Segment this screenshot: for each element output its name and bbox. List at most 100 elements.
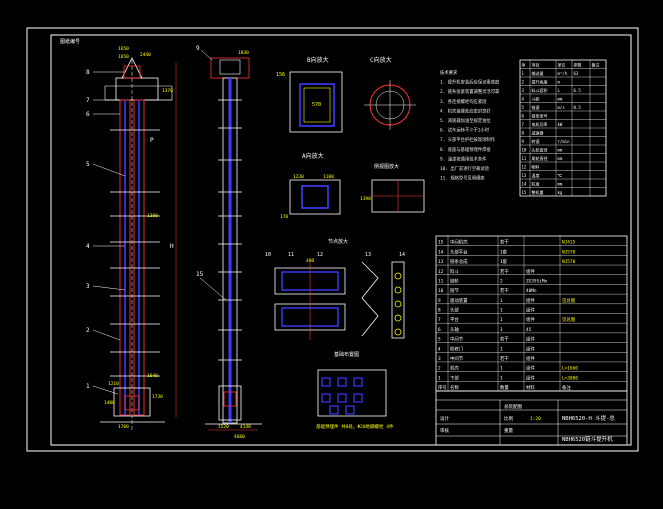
view-node-title: 节点放大 <box>328 238 348 245</box>
side-flanges <box>218 99 242 361</box>
spec-cell: 2 <box>522 79 525 84</box>
balloon-14: 14 <box>399 252 405 258</box>
parts-cell: 下部 <box>450 374 459 381</box>
sheet-inner-border <box>50 34 632 446</box>
spec-cell: 1 <box>522 71 525 76</box>
detail-view-a: A向放大 1230 1100 170 <box>280 152 341 220</box>
note-line: 2. 链条张紧装置调整灵活可靠 <box>440 88 500 95</box>
dim-bot-w2: 1730 <box>152 394 163 400</box>
parts-cell: NJ570 <box>562 249 576 255</box>
parts-cell: 机壳 <box>450 365 459 372</box>
view-side-title: 侧视图放大 <box>374 163 399 170</box>
spec-cell: 转速 <box>532 138 540 144</box>
leader-9 <box>200 49 213 61</box>
balloon-7: 7 <box>86 97 90 104</box>
spec-cell: 6 <box>522 113 525 118</box>
note-line: 3. 各连接螺栓均应紧固 <box>440 98 486 105</box>
spec-cell: 料斗容积 <box>532 87 548 93</box>
balloon-5: 5 <box>86 161 90 168</box>
view-a-flange <box>301 185 329 209</box>
spec-cell: kg <box>558 190 563 195</box>
spec-cell: 提升高度 <box>532 78 548 84</box>
title-block: 设计 审核 总装配图 比例 重量 NBH6520-H 斗提-总 NBH6520链… <box>435 390 628 446</box>
dim-side-h: 1370 <box>162 88 173 94</box>
parts-cell: 1 <box>500 308 503 314</box>
title-block-border <box>435 390 628 446</box>
spec-cell: 5 <box>522 105 525 110</box>
parts-cell: 中间节 <box>450 336 464 343</box>
parts-cell: 2 <box>438 366 441 372</box>
view-c-title: C向放大 <box>370 56 392 64</box>
note-line: 11. 规格型号见明细表 <box>440 175 485 182</box>
spec-cell: kW <box>558 122 563 127</box>
parts-cell: 料斗 <box>450 268 459 275</box>
balloon-1: 1 <box>86 383 90 390</box>
balloon-10: 10 <box>265 252 271 258</box>
balloon-8: 8 <box>86 69 90 76</box>
spec-cell: 头轮直径 <box>532 146 548 152</box>
corner-tag: 图纸编号 <box>60 38 80 45</box>
parts-cell: 组件 <box>526 268 535 275</box>
spec-cell: L <box>558 88 561 93</box>
detail-view-side: 侧视图放大 1390 <box>360 163 425 213</box>
parts-cell: 组件 <box>526 355 535 362</box>
note-line: 10. 出厂前进行空载试验 <box>440 165 490 172</box>
side-head-inner <box>219 59 241 75</box>
detail-view-c: C向放大 <box>364 56 416 130</box>
spec-cell: 8 <box>522 130 525 135</box>
dim-b-w: 570 <box>312 102 321 108</box>
spec-cell: ℃ <box>558 173 563 178</box>
spec-header-cell: 备注 <box>592 61 600 67</box>
note-line: 7. 头部平台护栏按现场制作 <box>440 136 496 143</box>
parts-cell: 13 <box>438 259 444 265</box>
parts-cell: 若干 <box>500 268 509 275</box>
company-name: 总装配图 <box>504 403 522 410</box>
parts-cell: 1 <box>500 346 503 352</box>
spec-header-cell: 参数 <box>574 61 582 67</box>
parts-header-cell: 序号 <box>438 384 447 391</box>
balloon-4: 4 <box>86 243 90 250</box>
parts-cell: 链条总成 <box>450 258 468 265</box>
spec-cell: 斗距 <box>532 96 540 101</box>
spec-cell: 14 <box>522 181 527 186</box>
parts-cell: 若干 <box>500 287 509 294</box>
parts-cell: 1 <box>500 327 503 333</box>
view-a-frame <box>289 179 341 215</box>
parts-cell: 8 <box>438 308 441 314</box>
parts-cell: 9 <box>438 298 441 304</box>
spec-cell: mm <box>558 181 563 186</box>
detail-view-node: 节点放大 480 10 11 12 13 14 <box>265 238 405 340</box>
parts-cell: 3 <box>438 356 441 362</box>
note-line: 4. 机壳接缝处应密封良好 <box>440 107 491 114</box>
section-flanges <box>110 129 160 377</box>
dim-node-w: 480 <box>306 258 314 264</box>
parts-cell: 1套 <box>500 258 508 265</box>
spec-cell: r/min <box>558 139 571 144</box>
parts-cell: 若干 <box>500 355 509 362</box>
parts-cell: 7 <box>438 317 441 323</box>
balloon-9: 9 <box>196 45 200 52</box>
parts-cell: 4 <box>438 346 441 352</box>
dim-a-w2: 1100 <box>323 174 334 180</box>
spec-cell: mm <box>558 147 563 152</box>
parts-cell: 中间节 <box>450 355 464 362</box>
balloon-12: 12 <box>317 252 323 258</box>
base-note: 基础预埋件 共8处，Φ20地脚螺栓 4件 <box>316 423 394 430</box>
parts-cell: 驱动装置 <box>450 297 468 304</box>
spec-cell: m³/h <box>558 71 568 76</box>
note-line: 9. 油漆按通用技术条件 <box>440 155 487 162</box>
main-elevation-view: H P 1650 2440 1650 1370 1380 1640 1400 1… <box>86 46 177 430</box>
parts-cell: 11 <box>438 278 444 284</box>
parts-cell: 组件 <box>526 316 535 323</box>
note-line: 5. 减速器加油至规定油位 <box>440 117 491 124</box>
spec-cell: 尾轮直径 <box>532 155 548 161</box>
note-line: 6. 试车运转不少于2小时 <box>440 127 490 134</box>
boot-tail-wheel <box>124 395 140 411</box>
parts-cell: 2 <box>500 278 503 284</box>
parts-cell: 头部平台 <box>450 248 468 255</box>
dim-mid-h2: 1640 <box>147 373 158 379</box>
spec-cell: 整机重 <box>532 189 544 195</box>
node-chain-detail <box>361 261 405 339</box>
checker-label: 审核 <box>440 427 449 434</box>
